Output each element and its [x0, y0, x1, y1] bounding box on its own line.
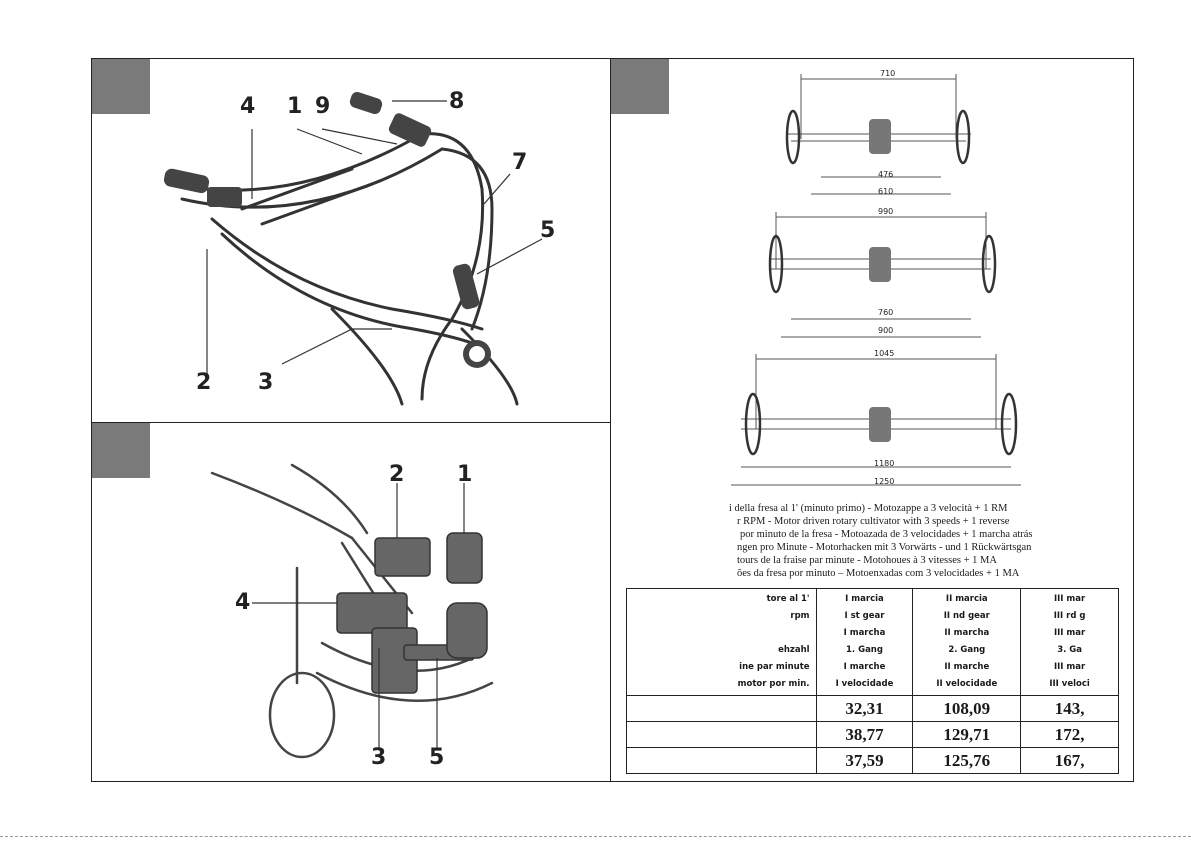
gear-3-es: III mar — [1053, 628, 1086, 638]
row-3-label — [626, 747, 817, 774]
gear-3-pt: III veloci — [1049, 679, 1090, 689]
gear-3-fr: III mar — [1053, 662, 1086, 672]
callout-top-left-1: 1 — [287, 94, 303, 119]
callout-bottom-left-5: 5 — [429, 745, 445, 770]
caption-line-de: ngen pro Minute - Motorhacken mit 3 Vorw… — [737, 542, 1032, 553]
callout-bottom-left-2: 2 — [389, 462, 405, 487]
header-label-fr: ine par minute — [739, 662, 810, 672]
gear-2-it: II marcia — [945, 594, 988, 604]
dim-3-inner: 1180 — [874, 459, 895, 468]
callout-bottom-left-3: 3 — [371, 745, 387, 770]
gear-2-en: II nd gear — [943, 611, 990, 621]
caption-line-it: i della fresa al 1' (minuto primo) - Mot… — [729, 503, 1008, 514]
row-1-gear-1: 32,31 — [815, 695, 914, 722]
table-row: 32,31 108,09 143, — [626, 695, 1119, 722]
dim-3-outer: 1250 — [874, 477, 895, 486]
row-2-label — [626, 721, 817, 748]
dim-2-outer: 900 — [878, 326, 894, 335]
tiller-machine-illustration — [210, 463, 494, 759]
row-2-gear-1: 38,77 — [815, 721, 914, 748]
row-1-label — [626, 695, 817, 722]
gear-2-de: 2. Gang — [948, 645, 986, 655]
gear-3-de: 3. Ga — [1057, 645, 1083, 655]
gear-3-en: III rd g — [1053, 611, 1086, 621]
row-1-gear-2: 108,09 — [912, 695, 1022, 722]
handlebar-illustration — [163, 92, 543, 406]
row-1-gear-3: 143, — [1020, 695, 1119, 722]
header-gear-2: II marcia II nd gear II marcha 2. Gang I… — [912, 588, 1022, 696]
table-row: 37,59 125,76 167, — [626, 747, 1119, 774]
gear-1-es: I marcha — [843, 628, 886, 638]
caption-line-pt: ões da fresa por minuto – Motoenxadas co… — [737, 568, 1020, 579]
figure-tag-right — [611, 59, 669, 114]
row-3-gear-1: 37,59 — [815, 747, 914, 774]
header-label-it: tore al 1' — [766, 594, 810, 604]
gear-1-de: 1. Gang — [845, 645, 883, 655]
gear-2-pt: II velocidade — [936, 679, 998, 689]
table-row: 38,77 129,71 172, — [626, 721, 1119, 748]
callout-bottom-left-1: 1 — [457, 462, 473, 487]
dim-1-outer: 610 — [878, 187, 894, 196]
gear-1-fr: I marche — [843, 662, 886, 672]
dim-1-top: 710 — [880, 69, 896, 78]
dim-3-top: 1045 — [874, 349, 895, 358]
callout-top-left-7: 7 — [512, 150, 528, 175]
callout-top-left-2: 2 — [196, 370, 212, 395]
caption-line-es: por minuto de la fresa - Motoazada de 3 … — [740, 529, 1033, 540]
callout-top-left-4: 4 — [240, 94, 256, 119]
gear-1-pt: I velocidade — [835, 679, 894, 689]
callout-top-left-8: 8 — [449, 89, 465, 114]
header-label-de: ehzahl — [778, 645, 810, 655]
rpm-table: tore al 1' rpm ehzahl ine par minute mot… — [626, 588, 1119, 774]
callout-top-left-3: 3 — [258, 370, 274, 395]
header-gear-1: I marcia I st gear I marcha 1. Gang I ma… — [815, 588, 914, 696]
row-3-gear-2: 125,76 — [912, 747, 1022, 774]
gear-3-it: III mar — [1053, 594, 1086, 604]
panel-right — [610, 58, 1134, 782]
callout-top-left-9: 9 — [315, 94, 331, 119]
header-label-en: rpm — [790, 611, 810, 621]
gear-2-es: II marcha — [944, 628, 990, 638]
row-2-gear-2: 129,71 — [912, 721, 1022, 748]
header-label-es — [627, 625, 816, 642]
dim-2-inner: 760 — [878, 308, 894, 317]
caption-line-fr: tours de la fraise par minute - Motohoue… — [737, 555, 997, 566]
gear-1-en: I st gear — [844, 611, 885, 621]
callout-bottom-left-4: 4 — [235, 590, 251, 615]
row-3-gear-3: 167, — [1020, 747, 1119, 774]
dim-2-top: 990 — [878, 207, 894, 216]
dim-1-inner: 476 — [878, 170, 894, 179]
gear-1-it: I marcia — [845, 594, 884, 604]
header-gear-3: III mar III rd g III mar 3. Ga III mar I… — [1020, 588, 1119, 696]
caption-line-en: r RPM - Motor driven rotary cultivator w… — [737, 516, 1010, 527]
figure-tag-top-left — [92, 59, 150, 114]
header-label-cell: tore al 1' rpm ehzahl ine par minute mot… — [626, 588, 817, 696]
table-header-row: tore al 1' rpm ehzahl ine par minute mot… — [626, 588, 1119, 696]
callout-top-left-5: 5 — [540, 218, 556, 243]
figure-tag-bottom-left — [92, 423, 150, 478]
header-label-pt: motor por min. — [737, 679, 810, 689]
row-2-gear-3: 172, — [1020, 721, 1119, 748]
gear-2-fr: II marche — [944, 662, 990, 672]
tiller-dimension-drawings — [731, 74, 1021, 486]
page-bottom-rule — [0, 836, 1191, 837]
